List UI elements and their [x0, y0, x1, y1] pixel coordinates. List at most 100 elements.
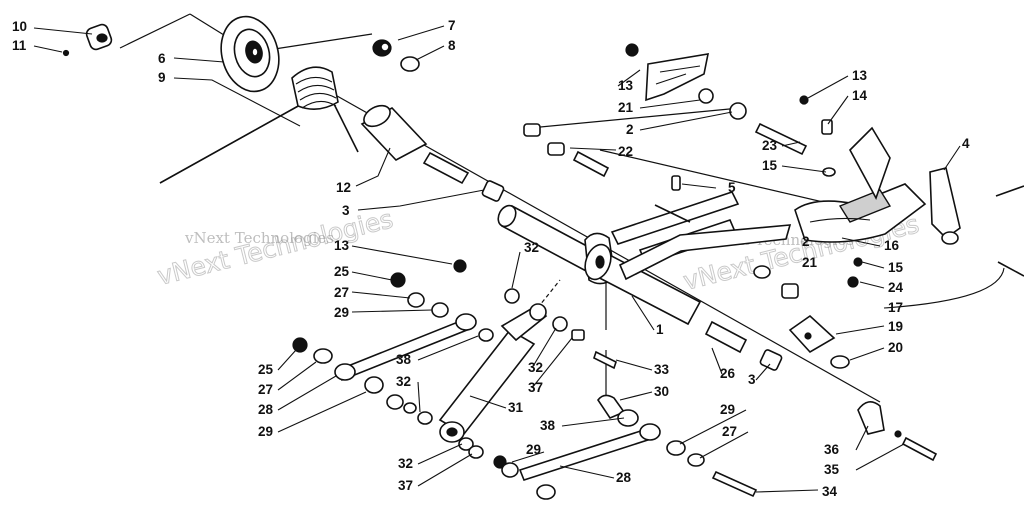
label-8: 8 — [448, 38, 456, 53]
label-20: 20 — [888, 340, 903, 355]
label-2-top: 2 — [626, 122, 634, 137]
nut-21-bottom — [781, 283, 799, 299]
torsion-spring-9 — [159, 66, 359, 184]
label-3-bottom: 3 — [748, 372, 756, 387]
label-15-bottom: 15 — [888, 260, 904, 275]
label-29-top: 29 — [334, 305, 349, 320]
label-31: 31 — [508, 400, 524, 415]
label-10: 10 — [12, 19, 27, 34]
rod-17 — [997, 261, 1024, 277]
label-32-top: 32 — [524, 240, 539, 255]
bolt-head-left — [523, 123, 541, 137]
label-12: 12 — [336, 180, 351, 195]
label-38-top: 38 — [396, 352, 412, 367]
bushing-32-bottom — [458, 437, 474, 451]
plate-19 — [788, 314, 836, 354]
label-37-right: 37 — [528, 380, 543, 395]
leader-lines — [33, 25, 1005, 493]
label-32-bottom: 32 — [398, 456, 413, 471]
label-1: 1 — [656, 322, 664, 337]
label-29-bottom: 29 — [526, 442, 541, 457]
washer-38-bottom — [617, 409, 639, 427]
bolt-34 — [711, 470, 758, 498]
washer-20 — [830, 355, 850, 369]
nut-10 — [85, 23, 113, 51]
nut-bottom — [493, 455, 507, 469]
label-22: 23 — [762, 138, 778, 153]
label-36: 36 — [824, 442, 840, 457]
bushing-32-right — [552, 316, 568, 332]
label-2-mid: 2 — [802, 234, 810, 249]
washer-2-top — [729, 102, 747, 120]
nut-24 — [847, 276, 859, 288]
label-14: 14 — [852, 88, 868, 103]
watermark-small: vNext Technologies — [184, 229, 334, 247]
label-28-bottom: 28 — [616, 470, 632, 485]
bushing-32-top — [504, 288, 520, 304]
link-rod-28-bottom — [518, 423, 661, 481]
washer-38-top — [478, 328, 494, 342]
label-30: 30 — [654, 384, 669, 399]
bushing-12 — [360, 104, 428, 161]
label-13-top: 13 — [618, 78, 634, 93]
end-plate-36 — [857, 401, 938, 462]
pin-rod — [422, 151, 470, 185]
bracket-4 — [929, 167, 961, 245]
bushing-32-left — [417, 411, 433, 425]
link-rod-28-top — [334, 313, 477, 382]
bushing-28-left — [364, 376, 384, 394]
nut-13-right — [799, 95, 809, 105]
washer-bottom — [536, 484, 556, 500]
label-3-top: 3 — [342, 203, 350, 218]
idler-wheel-6 — [220, 15, 280, 93]
bearing-7 — [372, 39, 392, 57]
label-26: 26 — [720, 366, 736, 381]
label-9: 9 — [158, 70, 166, 85]
bushing-37-right — [571, 329, 585, 341]
label-33: 33 — [654, 362, 670, 377]
bushing-37-bottom — [468, 445, 484, 459]
shock-absorber-31 — [438, 303, 548, 443]
label-27-top: 27 — [334, 285, 349, 300]
washer-left — [403, 402, 417, 414]
bolt-head-mid — [547, 142, 565, 156]
washer-8 — [400, 56, 420, 72]
bracket-13-top — [625, 43, 710, 102]
label-37-bottom: 37 — [398, 478, 413, 493]
washer-27-left — [313, 348, 333, 364]
spacer-3-top — [481, 180, 505, 202]
label-11: 11 — [12, 38, 27, 53]
nut-13-left — [453, 259, 467, 273]
bushing-29-bottom — [501, 462, 519, 478]
nut-25-top — [390, 272, 406, 288]
rod-top-right — [995, 185, 1024, 197]
part-number-labels: 10 11 6 9 7 8 12 3 13 21 2 22 23 15 5 13… — [12, 18, 970, 499]
bolt-33 — [593, 350, 617, 370]
label-29-left: 29 — [258, 424, 273, 439]
cross-shaft — [497, 204, 600, 274]
nut-25-left-top — [292, 337, 308, 353]
label-6: 6 — [158, 51, 166, 66]
label-29-right: 29 — [720, 402, 735, 417]
label-17: 17 — [888, 300, 903, 315]
label-23: 22 — [618, 144, 633, 159]
pin-23 — [572, 150, 610, 178]
washer-11 — [62, 49, 70, 57]
label-4: 4 — [962, 136, 970, 151]
label-32-right: 32 — [528, 360, 543, 375]
label-38-bottom: 38 — [540, 418, 556, 433]
stud-14 — [821, 119, 833, 135]
label-25-top: 25 — [334, 264, 350, 279]
bushing-29-right — [666, 440, 686, 456]
label-13-right: 13 — [852, 68, 868, 83]
label-32-left: 32 — [396, 374, 411, 389]
label-27-left: 27 — [258, 382, 273, 397]
spacer-26 — [704, 320, 748, 354]
washer-15-bottom — [853, 257, 863, 267]
pin-22 — [754, 122, 808, 156]
label-19: 19 — [888, 319, 903, 334]
label-24: 24 — [888, 280, 904, 295]
pin-5 — [671, 175, 681, 191]
